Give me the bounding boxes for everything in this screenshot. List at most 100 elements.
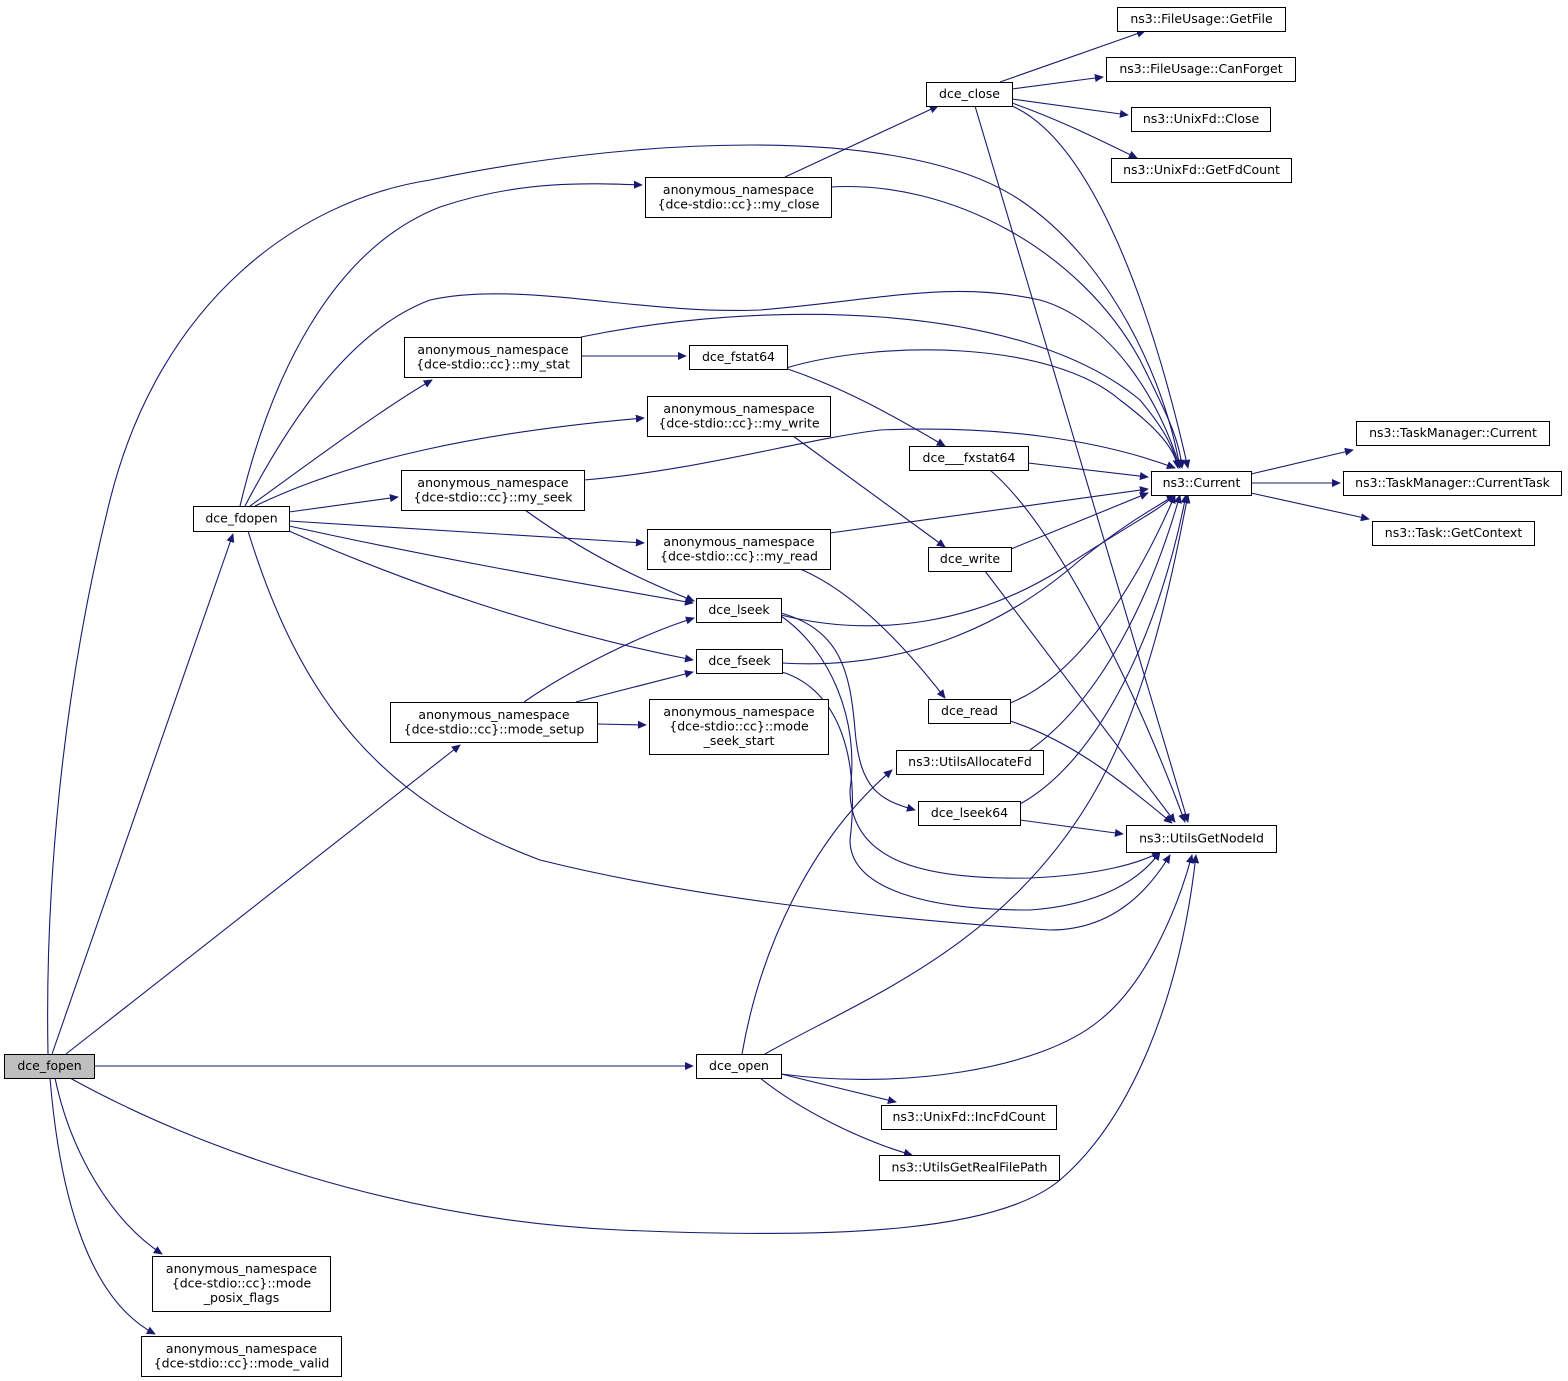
- node-box: [647, 529, 831, 570]
- edge-dce_fdopen-to-my_seek: [288, 494, 399, 513]
- edge-my_read-to-dce_read: [799, 568, 946, 699]
- node-dce_read[interactable]: dce_read: [928, 699, 1011, 724]
- edge-dce_fseek-to-UtilsGetNodeId: [781, 671, 1161, 911]
- node-box: [647, 396, 831, 437]
- node-box: [1106, 57, 1296, 82]
- node-box: [696, 649, 783, 674]
- node-ns3Current[interactable]: ns3::Current: [1151, 471, 1252, 496]
- node-dce_open[interactable]: dce_open: [696, 1054, 782, 1079]
- node-box: [696, 598, 782, 623]
- node-label: anonymous_namespace: [663, 534, 814, 549]
- node-label: {dce-stdio::cc}::my_write: [658, 415, 820, 430]
- node-label: dce___fxstat64: [923, 450, 1016, 465]
- edge-dce_open-to-UtilsGetNodeId: [780, 854, 1194, 1080]
- node-box: [1343, 471, 1562, 496]
- node-label: ns3::Current: [1163, 475, 1241, 490]
- node-label: ns3::FileUsage::CanForget: [1119, 61, 1282, 76]
- node-UtilsAllocateFd[interactable]: ns3::UtilsAllocateFd: [896, 750, 1044, 775]
- node-dce_close[interactable]: dce_close: [926, 82, 1013, 107]
- node-CanForget[interactable]: ns3::FileUsage::CanForget: [1106, 57, 1296, 82]
- edge-dce_close-to-GetFile: [999, 29, 1146, 83]
- node-UtilsGetRealFilePath[interactable]: ns3::UtilsGetRealFilePath: [879, 1155, 1060, 1181]
- edge-dce_fopen-to-dce_fdopen: [51, 533, 235, 1055]
- node-dce_lseek[interactable]: dce_lseek: [696, 598, 782, 623]
- node-label: ns3::TaskManager::Current: [1369, 425, 1537, 440]
- node-dce_fopen[interactable]: dce_fopen: [4, 1054, 95, 1079]
- edge-dce_fseek-to-ns3Current: [781, 494, 1176, 665]
- node-label: dce_fstat64: [702, 349, 775, 364]
- edge-dce_read-to-ns3Current: [1009, 494, 1176, 704]
- node-dce_lseek64[interactable]: dce_lseek64: [918, 801, 1021, 826]
- node-label: dce_open: [709, 1058, 769, 1073]
- node-label: anonymous_namespace: [166, 1341, 317, 1356]
- edge-dce_lseek-to-dce_lseek64: [780, 612, 916, 812]
- node-label: ns3::UtilsGetRealFilePath: [892, 1160, 1048, 1175]
- edge-dce_fdopen-to-dce_fseek: [288, 530, 694, 663]
- node-label: dce_fdopen: [205, 511, 277, 526]
- node-label: {dce-stdio::cc}::my_close: [658, 196, 820, 211]
- node-label: _posix_flags: [203, 1290, 279, 1305]
- edge-my_write-to-dce_write: [792, 435, 946, 548]
- node-label: dce_fopen: [17, 1058, 81, 1073]
- edge-dce_fdopen-to-my_read: [288, 520, 645, 547]
- edge-mode_setup-to-dce_lseek: [523, 616, 695, 703]
- node-mode_setup[interactable]: anonymous_namespace{dce-stdio::cc}::mode…: [390, 702, 598, 743]
- node-my_seek[interactable]: anonymous_namespace{dce-stdio::cc}::my_s…: [401, 470, 585, 511]
- node-dce_fxstat64[interactable]: dce___fxstat64: [909, 446, 1029, 471]
- edge-dce_lseek64-to-ns3Current: [1019, 494, 1189, 805]
- node-label: {dce-stdio::cc}::my_read: [660, 548, 818, 563]
- node-box: [896, 750, 1044, 775]
- node-GetFdCount[interactable]: ns3::UnixFd::GetFdCount: [1111, 158, 1292, 183]
- node-dce_fseek[interactable]: dce_fseek: [696, 649, 783, 674]
- edge-dce_close-to-ns3Current: [1011, 105, 1191, 469]
- node-label: ns3::UnixFd::IncFdCount: [892, 1109, 1045, 1124]
- edge-dce_fxstat64-to-UtilsGetNodeId: [989, 469, 1186, 823]
- node-box: [390, 702, 598, 743]
- node-box: [926, 82, 1013, 107]
- node-label: anonymous_namespace: [417, 342, 568, 357]
- node-dce_write[interactable]: dce_write: [928, 547, 1012, 572]
- node-label: dce_write: [940, 551, 1000, 566]
- node-GetFile[interactable]: ns3::FileUsage::GetFile: [1117, 7, 1286, 32]
- node-box: [4, 1054, 95, 1079]
- nodes: dce_fopendce_fdopenanonymous_namespace{d…: [4, 7, 1562, 1377]
- edge-dce_open-to-IncFdCount: [780, 1073, 897, 1105]
- edge-dce_write-to-UtilsGetNodeId: [984, 570, 1176, 823]
- node-my_read[interactable]: anonymous_namespace{dce-stdio::cc}::my_r…: [647, 529, 831, 570]
- node-TMCurrent[interactable]: ns3::TaskManager::Current: [1356, 421, 1550, 446]
- node-label: dce_lseek64: [931, 805, 1008, 820]
- node-my_stat[interactable]: anonymous_namespace{dce-stdio::cc}::my_s…: [404, 337, 582, 378]
- node-mode_seek_start[interactable]: anonymous_namespace{dce-stdio::cc}::mode…: [649, 699, 829, 755]
- edge-dce_fdopen-to-UtilsGetNodeId: [247, 530, 1171, 931]
- node-box: [649, 699, 829, 755]
- node-TaskGetContext[interactable]: ns3::Task::GetContext: [1372, 521, 1535, 546]
- node-box: [1111, 158, 1292, 183]
- edge-dce_read-to-UtilsGetNodeId: [1009, 720, 1173, 824]
- node-my_close[interactable]: anonymous_namespace{dce-stdio::cc}::my_c…: [645, 177, 832, 218]
- node-dce_fdopen[interactable]: dce_fdopen: [193, 506, 290, 532]
- node-mode_valid[interactable]: anonymous_namespace{dce-stdio::cc}::mode…: [141, 1336, 342, 1377]
- edge-UtilsAllocateFd-to-ns3Current: [1029, 494, 1182, 751]
- node-label: anonymous_namespace: [417, 475, 568, 490]
- node-my_write[interactable]: anonymous_namespace{dce-stdio::cc}::my_w…: [647, 396, 831, 437]
- node-label: {dce-stdio::cc}::mode: [669, 719, 809, 734]
- edge-dce_open-to-UtilsAllocateFd: [741, 769, 893, 1055]
- node-label: dce_close: [939, 86, 1000, 101]
- edge-my_seek-to-ns3Current: [583, 428, 1176, 481]
- node-UtilsGetNodeId[interactable]: ns3::UtilsGetNodeId: [1126, 825, 1277, 853]
- node-box: [696, 1054, 782, 1079]
- node-mode_posix_flags[interactable]: anonymous_namespace{dce-stdio::cc}::mode…: [152, 1256, 331, 1312]
- edge-dce_close-to-CanForget: [1011, 74, 1104, 90]
- node-label: dce_fseek: [708, 653, 771, 668]
- node-dce_fstat64[interactable]: dce_fstat64: [689, 345, 788, 370]
- edge-dce_open-to-UtilsGetRealFilePath: [759, 1077, 913, 1157]
- edge-dce_open-to-ns3Current: [764, 494, 1191, 1055]
- edge-dce_lseek-to-UtilsGetNodeId: [780, 615, 1161, 879]
- node-TMCurrentTask[interactable]: ns3::TaskManager::CurrentTask: [1343, 471, 1562, 496]
- node-IncFdCount[interactable]: ns3::UnixFd::IncFdCount: [881, 1105, 1057, 1130]
- edge-ns3Current-to-TMCurrent: [1250, 447, 1354, 475]
- node-UnixFdClose[interactable]: ns3::UnixFd::Close: [1131, 107, 1271, 132]
- edge-dce_write-to-ns3Current: [1010, 492, 1149, 550]
- edge-dce_lseek64-to-UtilsGetNodeId: [1019, 819, 1124, 837]
